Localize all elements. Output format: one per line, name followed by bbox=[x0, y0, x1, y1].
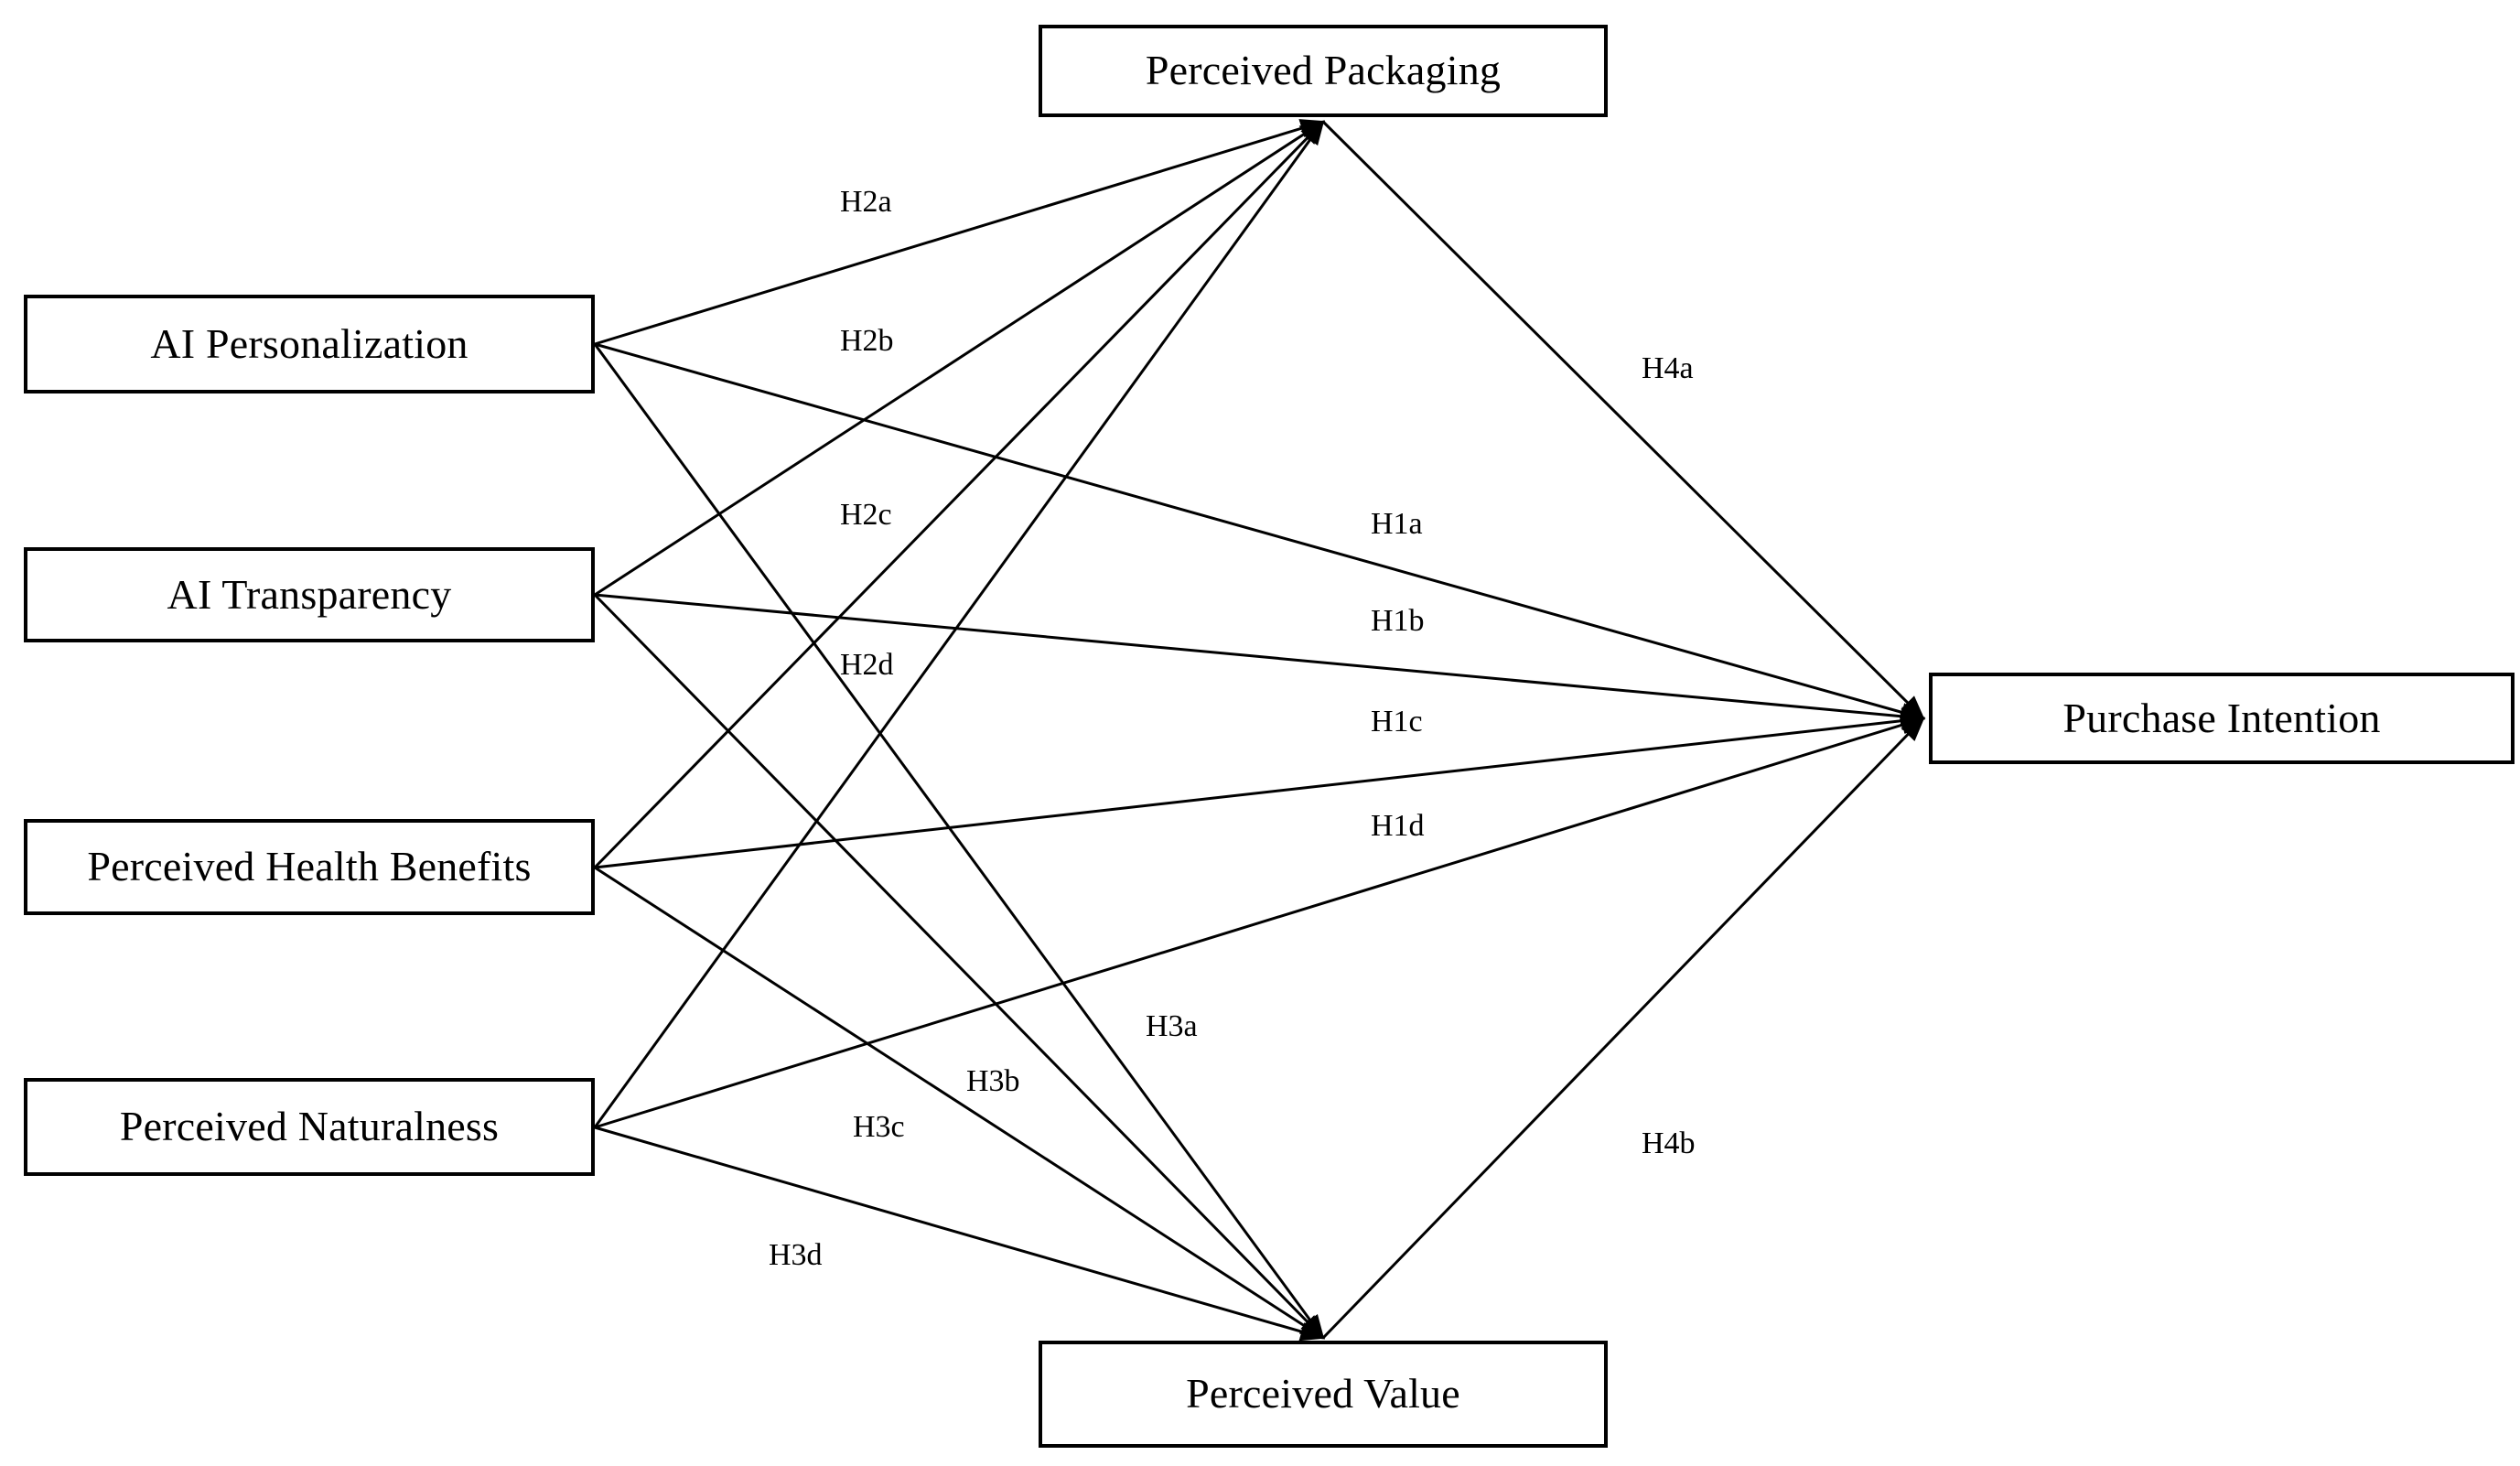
node-perceived_naturalness[interactable]: Perceived Naturalness bbox=[24, 1078, 595, 1176]
edge-h2c bbox=[593, 120, 1325, 869]
edge-label-h4b: H4b bbox=[1642, 1126, 1696, 1160]
edge-label-h1b: H1b bbox=[1371, 604, 1425, 638]
node-label-perceived_naturalness: Perceived Naturalness bbox=[119, 1103, 500, 1150]
edge-label-h3d: H3d bbox=[769, 1238, 823, 1272]
edge-h1c bbox=[594, 711, 1926, 869]
node-ai_personalization[interactable]: AI Personalization bbox=[24, 295, 595, 393]
edge-label-h2b: H2b bbox=[840, 324, 894, 358]
edge-h2a bbox=[594, 119, 1326, 346]
edge-h2d bbox=[593, 120, 1325, 1128]
edge-h3d bbox=[594, 1126, 1326, 1342]
edge-label-h4a: H4a bbox=[1642, 351, 1694, 385]
node-label-perceived_packaging: Perceived Packaging bbox=[1145, 47, 1502, 94]
node-perceived_value[interactable]: Perceived Value bbox=[1039, 1341, 1608, 1448]
edge-label-h2a: H2a bbox=[840, 185, 892, 219]
node-label-perceived_value: Perceived Value bbox=[1186, 1370, 1460, 1417]
edge-h3c bbox=[594, 866, 1326, 1340]
edge-label-h1d: H1d bbox=[1371, 809, 1425, 843]
node-ai_transparency[interactable]: AI Transparency bbox=[24, 547, 595, 642]
edge-label-h3b: H3b bbox=[966, 1064, 1020, 1098]
edge-label-h3c: H3c bbox=[853, 1110, 905, 1144]
edge-lines bbox=[593, 119, 1926, 1342]
edge-label-h3a: H3a bbox=[1146, 1009, 1198, 1043]
node-purchase_intention[interactable]: Purchase Intention bbox=[1929, 673, 2515, 764]
node-perceived_health[interactable]: Perceived Health Benefits bbox=[24, 819, 595, 915]
edge-h1a bbox=[594, 342, 1926, 722]
edge-h4b bbox=[1321, 717, 1925, 1340]
edge-h2b bbox=[594, 120, 1326, 597]
edge-label-h1c: H1c bbox=[1371, 705, 1423, 738]
edge-h1b bbox=[594, 593, 1926, 727]
edge-h4a bbox=[1321, 120, 1925, 720]
edge-label-h2d: H2d bbox=[840, 648, 894, 682]
edge-h3b bbox=[593, 593, 1325, 1340]
node-label-purchase_intention: Purchase Intention bbox=[2062, 694, 2381, 741]
node-perceived_packaging[interactable]: Perceived Packaging bbox=[1039, 25, 1608, 117]
edge-h3a bbox=[593, 343, 1325, 1340]
node-label-ai_transparency: AI Transparency bbox=[167, 570, 452, 618]
edge-label-h2c: H2c bbox=[840, 498, 892, 532]
node-label-perceived_health: Perceived Health Benefits bbox=[87, 843, 532, 890]
edge-label-h1a: H1a bbox=[1371, 507, 1423, 541]
node-label-ai_personalization: AI Personalization bbox=[150, 319, 468, 367]
edge-h1d bbox=[594, 716, 1926, 1129]
